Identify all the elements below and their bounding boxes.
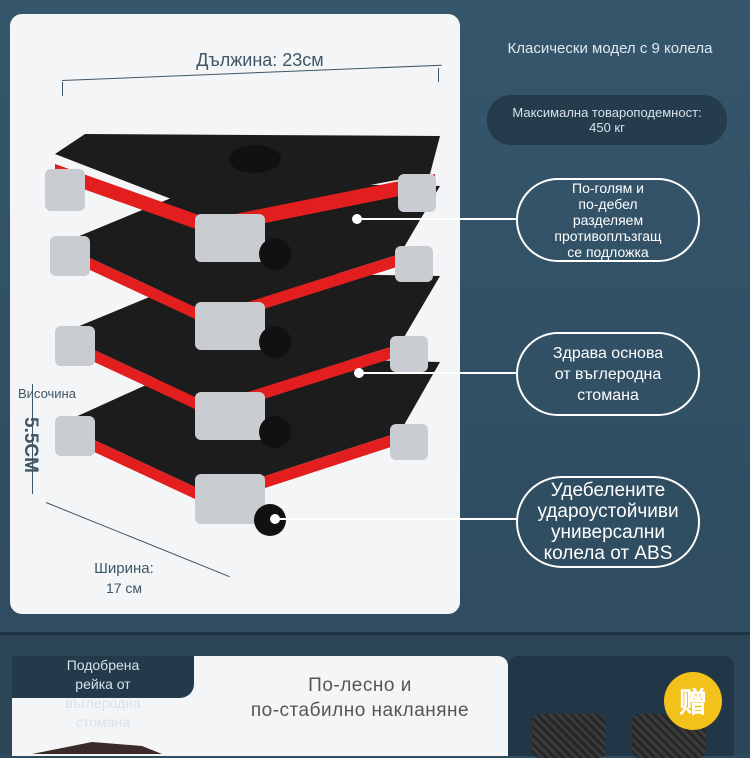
length-label: Дължина: 23см bbox=[196, 50, 324, 70]
capacity-pill: Максимална товароподемност: 450 кг bbox=[487, 95, 727, 145]
antislip-mat-image-1 bbox=[532, 714, 606, 758]
tag-line-3: въглеродна bbox=[65, 695, 141, 711]
tag-line-4: стомана bbox=[76, 714, 130, 730]
caption-line-1: По-лесно и bbox=[308, 675, 412, 696]
tag-line-2: рейка от bbox=[75, 676, 131, 692]
feature-1-line-2: по-дебел bbox=[578, 196, 638, 212]
feature-3-line-2: удароустойчиви bbox=[537, 501, 679, 522]
height-value: 5.5CM bbox=[20, 417, 41, 473]
capacity-value: 450 кг bbox=[589, 120, 625, 135]
feature-2-line-2: от въглеродна bbox=[554, 365, 662, 383]
connector-line-2 bbox=[362, 372, 518, 374]
model-title: Класически модел с 9 колела bbox=[507, 40, 713, 57]
capacity-label: Максимална товароподемност: bbox=[512, 105, 702, 120]
gift-badge-icon: 赠 bbox=[664, 672, 722, 730]
width-value: 17 см bbox=[105, 580, 143, 596]
feature-1-line-5: се подложка bbox=[567, 244, 649, 260]
width-label: Ширина: bbox=[94, 560, 154, 577]
connector-line-3 bbox=[278, 518, 518, 520]
feature-2-line-3: стомана bbox=[577, 386, 639, 404]
tilting-bar-image bbox=[32, 742, 162, 754]
feature-1-line-4: противоплъзгащ bbox=[554, 228, 662, 244]
improved-bar-tag: Подобрена рейка от въглеродна стомана bbox=[12, 656, 194, 730]
length-tick-right bbox=[438, 68, 439, 82]
feature-3-line-3: универсални bbox=[551, 522, 665, 543]
connector-line-1 bbox=[360, 218, 518, 220]
feature-bubble-steel-base: Здрава основа от въглеродна стомана bbox=[516, 332, 700, 416]
feature-1-line-1: По-голям и bbox=[572, 180, 644, 196]
connector-dot-2 bbox=[354, 368, 364, 378]
feature-2-line-1: Здрава основа bbox=[552, 344, 664, 362]
connector-dot-3 bbox=[270, 514, 280, 524]
height-dimension-line bbox=[32, 384, 33, 494]
product-photo-card: Дължина: 23см Височина 5.5CM Ширина: 17 … bbox=[10, 14, 460, 614]
feature-bubble-abs-wheels: Удебелените удароустойчиви универсални к… bbox=[516, 476, 700, 568]
connector-dot-1 bbox=[352, 214, 362, 224]
feature-1-line-3: разделяем bbox=[572, 212, 644, 228]
tag-line-1: Подобрена bbox=[66, 657, 140, 673]
length-tick-left bbox=[62, 82, 63, 96]
furniture-mover-stack-image bbox=[45, 134, 440, 536]
feature-3-line-1: Удебелените bbox=[550, 480, 666, 501]
feature-3-line-4: колела от ABS bbox=[543, 543, 673, 564]
feature-bubble-antislip-pad: По-голям и по-дебел разделяем противоплъ… bbox=[516, 178, 700, 262]
caption-line-2: по-стабилно накланяне bbox=[250, 700, 470, 721]
tilting-caption: По-лесно и по-стабилно накланяне bbox=[210, 673, 510, 723]
